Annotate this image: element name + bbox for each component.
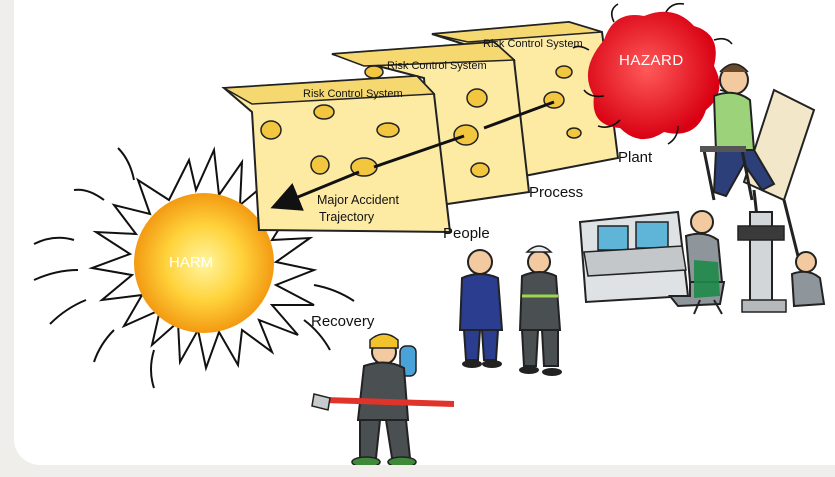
plant-label: Plant bbox=[618, 149, 653, 166]
people-label: People bbox=[443, 225, 490, 242]
slice-2-label: Risk Control System bbox=[387, 60, 487, 72]
process-operator-illustration bbox=[578, 210, 726, 315]
cheese-slice-3 bbox=[431, 20, 620, 178]
hazard-label: HAZARD bbox=[619, 52, 684, 69]
harm-label: HARM bbox=[169, 254, 214, 271]
recovery-label: Recovery bbox=[311, 313, 375, 330]
swiss-cheese-diagram bbox=[33, 2, 826, 465]
firefighter-illustration bbox=[311, 333, 455, 465]
slice-1-label: Risk Control System bbox=[303, 88, 403, 100]
people-illustration bbox=[458, 245, 562, 376]
technician-machine-illustration bbox=[737, 211, 826, 313]
trajectory-label-line2: Trajectory bbox=[319, 210, 375, 224]
trajectory-label-line1: Major Accident bbox=[317, 193, 399, 207]
slice-3-label: Risk Control System bbox=[483, 38, 583, 50]
plant-engineer-illustration bbox=[700, 63, 816, 281]
diagram-card: HAZARD HARM Risk Control System Risk Con… bbox=[14, 0, 835, 465]
process-label: Process bbox=[529, 184, 584, 201]
